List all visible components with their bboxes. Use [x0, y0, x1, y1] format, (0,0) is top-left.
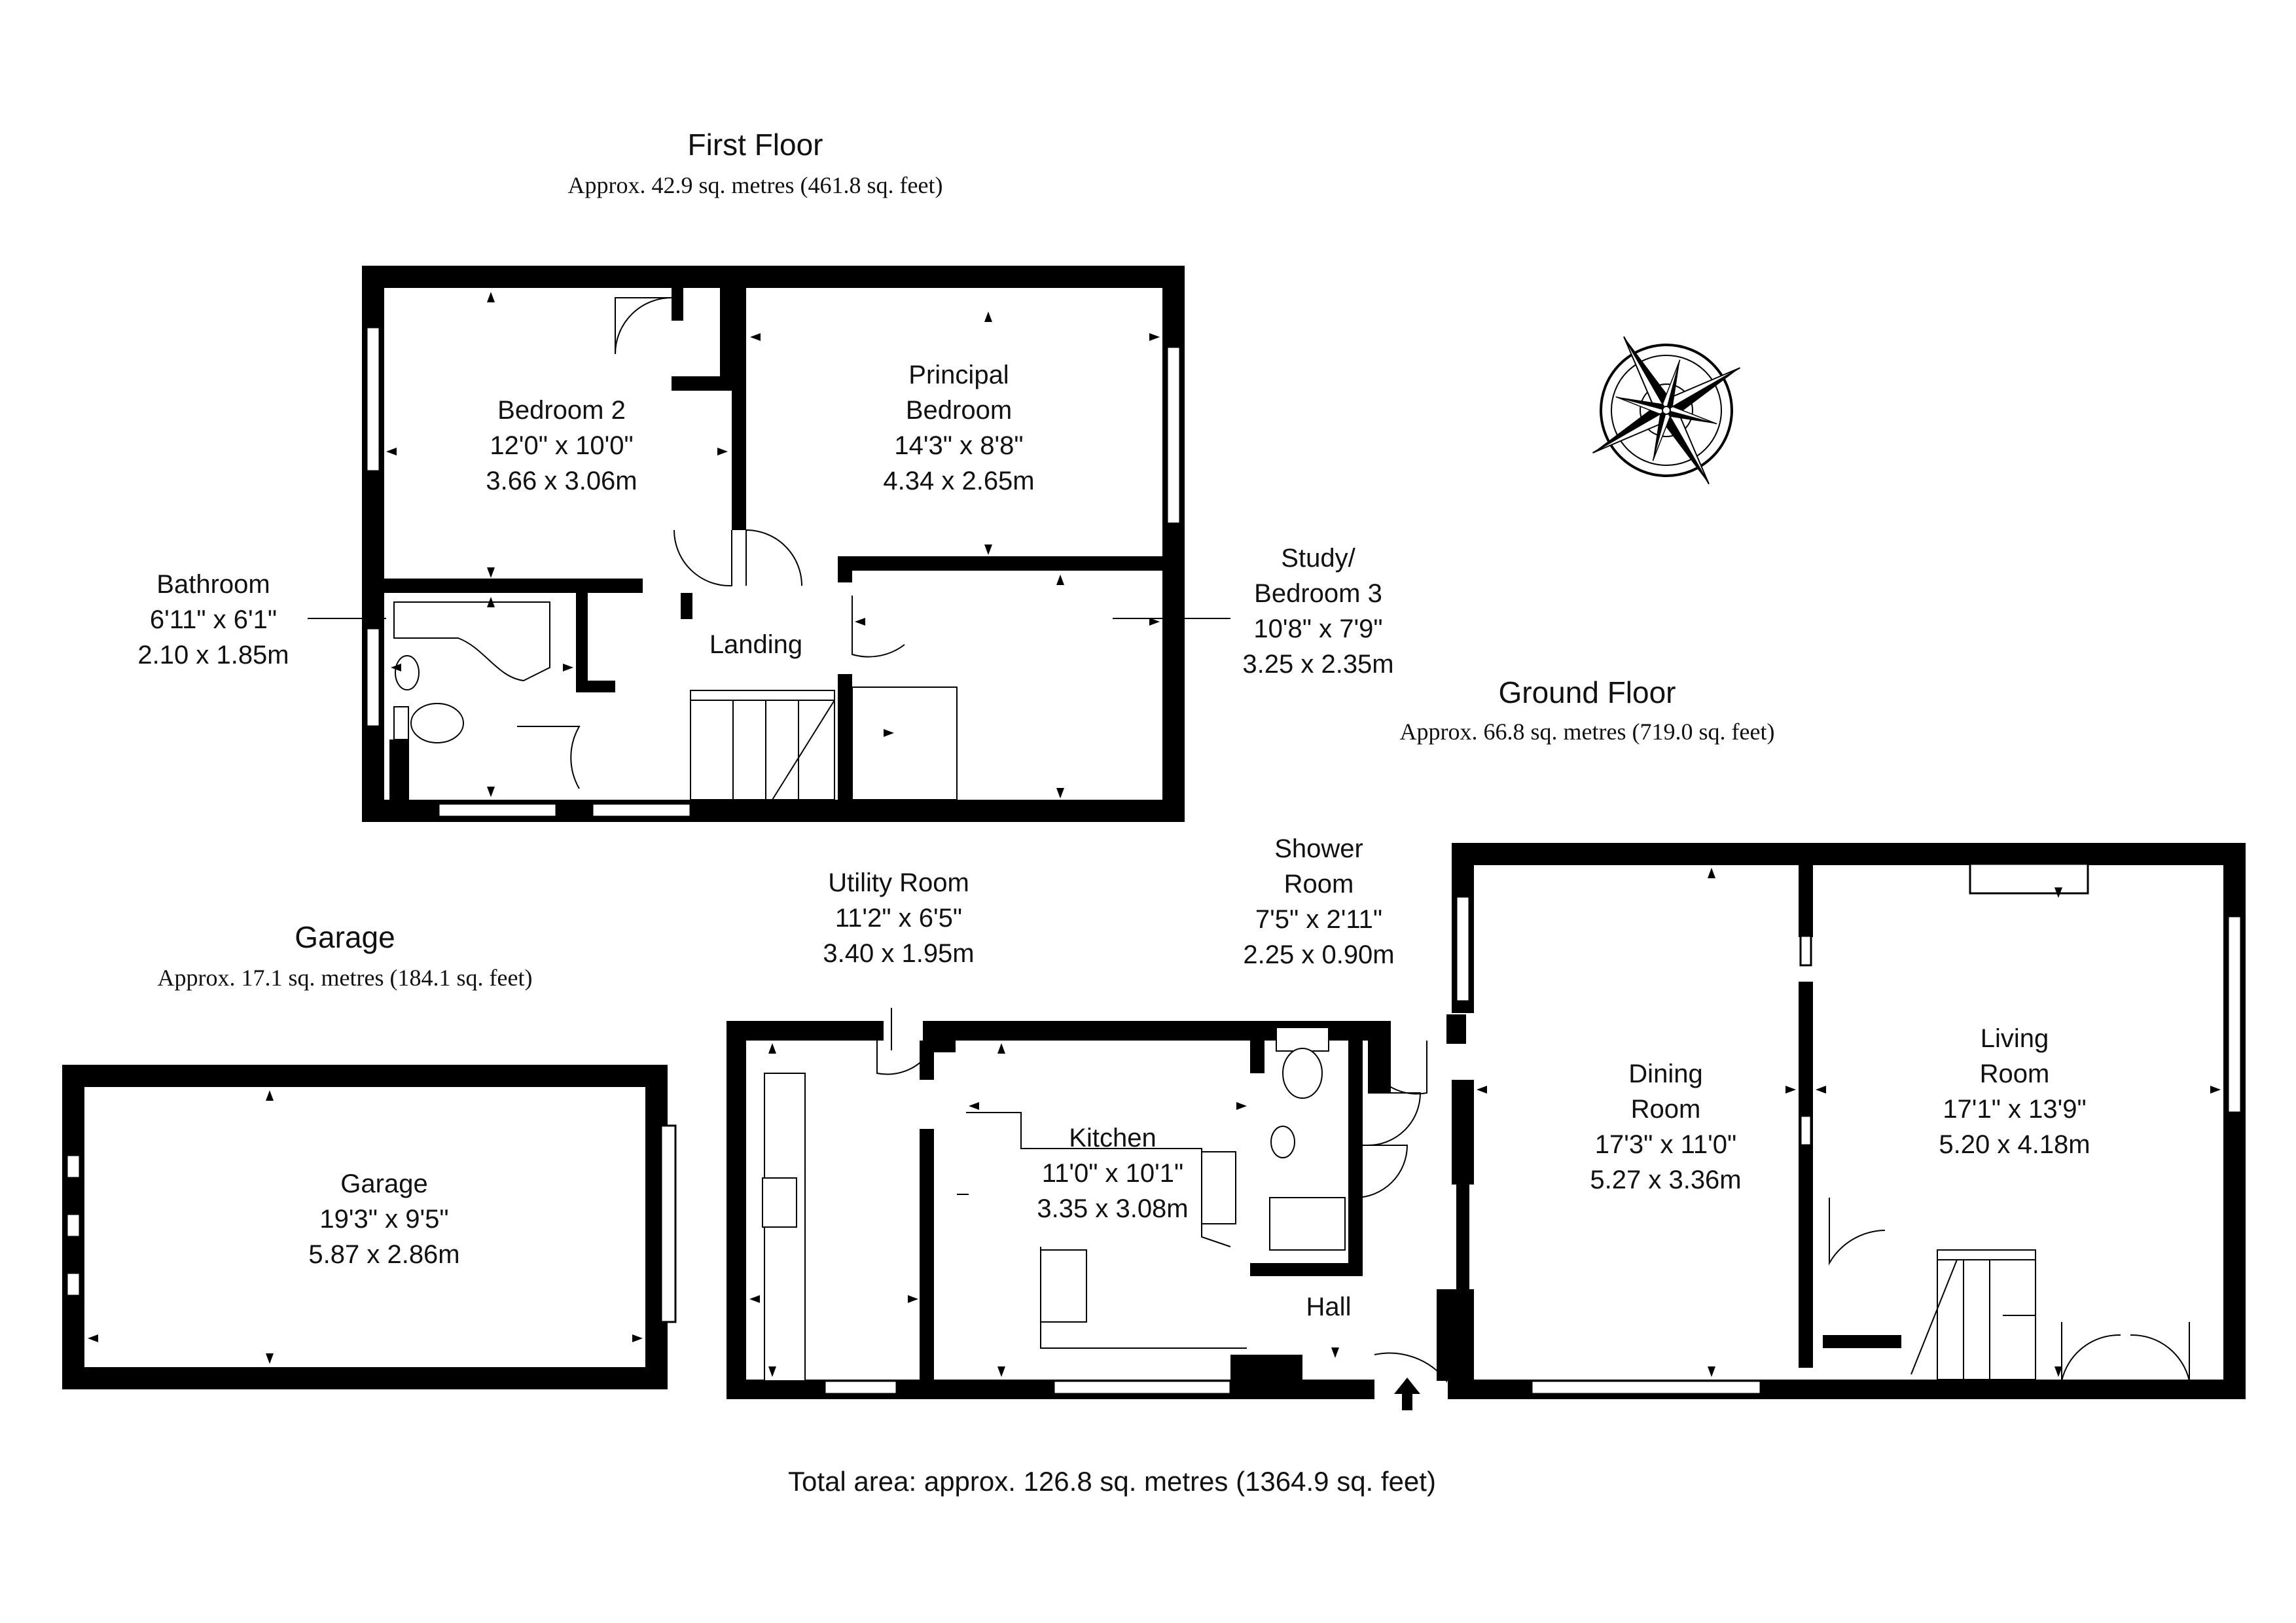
room-name: Bedroom 2	[497, 396, 626, 425]
dimension-arrows	[88, 292, 2221, 1377]
room-size-metric: 2.10 x 1.85m	[137, 641, 289, 669]
room-shower: Shower Room 7'5" x 2'11" 2.25 x 0.90m	[1243, 834, 1394, 969]
room-size-imperial: 11'2" x 6'5"	[835, 904, 962, 933]
ground-floor-title: Ground Floor	[1498, 675, 1676, 709]
room-name-line2: Bedroom	[906, 396, 1012, 425]
room-name: Hall	[1306, 1293, 1352, 1321]
first-floor-plan	[362, 266, 1185, 822]
room-name: Utility Room	[828, 868, 969, 897]
compass-rose-icon	[1592, 336, 1741, 485]
room-name: Garage	[340, 1169, 427, 1198]
room-name-line2: Room	[1980, 1060, 2050, 1088]
room-name: Living	[1981, 1024, 2049, 1053]
room-living: Living Room 17'1" x 13'9" 5.20 x 4.18m	[1939, 1024, 2090, 1159]
room-size-imperial: 7'5" x 2'11"	[1255, 905, 1382, 934]
garage-plan	[62, 1065, 677, 1389]
room-size-imperial: 10'8" x 7'9"	[1253, 615, 1382, 643]
room-size-imperial: 6'11" x 6'1"	[150, 605, 277, 634]
room-principal-bedroom: Principal Bedroom 14'3" x 8'8" 4.34 x 2.…	[883, 361, 1034, 495]
garage-title: Garage	[295, 920, 395, 954]
room-name-line2: Room	[1631, 1095, 1701, 1124]
room-hall: Hall	[1306, 1293, 1352, 1321]
room-name-line2: Bedroom 3	[1254, 579, 1382, 608]
room-name: Shower	[1274, 834, 1363, 863]
room-name: Principal	[908, 361, 1009, 389]
room-size-imperial: 17'1" x 13'9"	[1943, 1095, 2086, 1124]
room-name: Kitchen	[1069, 1124, 1156, 1152]
room-size-metric: 5.87 x 2.86m	[308, 1240, 459, 1269]
entrance-arrow-icon	[1394, 1378, 1420, 1410]
first-floor-title: First Floor	[688, 128, 823, 162]
ground-floor-area: Approx. 66.8 sq. metres (719.0 sq. feet)	[1400, 719, 1775, 745]
ground-floor-plan	[726, 843, 2246, 1410]
room-size-metric: 3.40 x 1.95m	[823, 939, 974, 968]
room-size-metric: 4.34 x 2.65m	[883, 467, 1034, 495]
room-study-bedroom-3: Study/ Bedroom 3 10'8" x 7'9" 3.25 x 2.3…	[1242, 544, 1393, 679]
room-bedroom-2: Bedroom 2 12'0" x 10'0" 3.66 x 3.06m	[486, 396, 637, 495]
room-size-metric: 3.25 x 2.35m	[1242, 650, 1393, 679]
garage-area: Approx. 17.1 sq. metres (184.1 sq. feet)	[158, 965, 533, 991]
room-size-metric: 5.27 x 3.36m	[1590, 1166, 1741, 1194]
room-size-metric: 3.35 x 3.08m	[1037, 1194, 1188, 1223]
room-size-imperial: 17'3" x 11'0"	[1595, 1130, 1736, 1159]
room-bathroom: Bathroom 6'11" x 6'1" 2.10 x 1.85m	[137, 570, 289, 669]
room-name: Landing	[709, 630, 802, 659]
room-kitchen: Kitchen 11'0" x 10'1" 3.35 x 3.08m	[1037, 1124, 1188, 1223]
room-dining: Dining Room 17'3" x 11'0" 5.27 x 3.36m	[1590, 1060, 1741, 1194]
room-name: Dining	[1628, 1060, 1702, 1088]
total-area: Total area: approx. 126.8 sq. metres (13…	[788, 1466, 1436, 1497]
room-landing: Landing	[709, 630, 802, 659]
room-size-imperial: 19'3" x 9'5"	[319, 1205, 448, 1234]
room-name: Study/	[1281, 544, 1355, 573]
room-size-metric: 2.25 x 0.90m	[1243, 940, 1394, 969]
room-name: Bathroom	[156, 570, 270, 599]
room-name-line2: Room	[1284, 870, 1354, 899]
first-floor-area: Approx. 42.9 sq. metres (461.8 sq. feet)	[568, 172, 943, 198]
room-size-imperial: 11'0" x 10'1"	[1042, 1159, 1183, 1188]
room-size-metric: 5.20 x 4.18m	[1939, 1130, 2090, 1159]
room-size-metric: 3.66 x 3.06m	[486, 467, 637, 495]
room-garage: Garage 19'3" x 9'5" 5.87 x 2.86m	[308, 1169, 459, 1269]
room-size-imperial: 12'0" x 10'0"	[490, 431, 633, 460]
room-utility: Utility Room 11'2" x 6'5" 3.40 x 1.95m	[823, 868, 974, 968]
room-size-imperial: 14'3" x 8'8"	[894, 431, 1023, 460]
